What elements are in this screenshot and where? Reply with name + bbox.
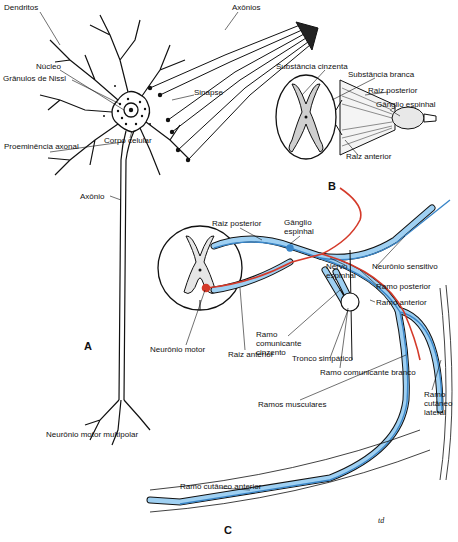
motor-neuron [203,285,210,292]
panel-letter: B [328,180,336,192]
axon [85,131,150,445]
neuron-dendrites [40,15,190,175]
sensory-neuron [180,258,442,504]
sensory-neuron [180,200,450,504]
part-label: Raiz anterior [346,152,391,161]
panel-letter: A [84,340,92,352]
spinal-cord-section [392,107,424,129]
spinal-cord-section [336,100,342,135]
spinal-cord-section [289,84,323,152]
sensory-neuron [287,245,293,251]
body-wall [440,285,452,480]
axon-bundle [296,22,318,50]
sensory-neuron [214,200,450,260]
nissl-granules [103,85,151,125]
synapse-knobs [166,118,170,122]
part-label: Dendritos [4,3,38,12]
part-label: Sinapse [194,88,223,97]
part-label: Substância branca [348,70,414,79]
part-label: Gânglio espinhal [376,100,436,109]
spinal-cord-section [342,88,392,146]
part-label: Núcleo [36,62,61,71]
part-label: Ramo anterior [376,298,427,307]
nerve-fill [214,208,432,257]
neuron-dendrites [142,45,185,96]
spinal-cord-section [305,116,308,119]
nerve-outline [150,256,406,502]
part-label: Neurônio motor multipolar [46,430,138,439]
motor-neuron [203,188,421,360]
sympathetic-trunk [341,293,359,311]
leader-lines [186,288,441,490]
nissl-granules [149,123,151,125]
synapse-knobs [176,148,180,152]
motor-neuron [206,188,361,288]
part-label: Tronco simpático [292,354,353,363]
synapse-knobs [148,86,152,90]
nissl-granules [127,98,129,100]
nissl-granules [135,123,137,125]
spinal-cord-section [424,114,436,122]
body-wall [150,285,452,512]
part-label: Gânglio espinhal [284,218,320,236]
part-label: Corpo celular [104,136,152,145]
cord-cross-section [199,269,202,272]
nissl-granules [114,85,116,87]
part-label: Substância cinzenta [276,62,348,71]
part-label: Ramo cutâneo anterior [180,482,261,491]
part-label: Proeminência axonal [4,142,79,151]
nissl-granules [144,108,146,110]
nissl-granules [121,117,123,119]
leader-lines [40,12,238,200]
part-label: Grânulos de Nissl [3,74,66,83]
panel-letter: C [224,524,232,536]
nissl-granules [139,101,141,103]
nerve-outline [150,208,440,502]
nerve-outline [214,208,432,257]
part-label: Nervo espinhal [326,262,360,280]
cell-body [112,92,150,133]
cell-body [124,103,138,117]
signature: td [378,516,384,525]
part-label: Ramo posterior [376,282,431,291]
neuron-dendrites [146,122,190,160]
nissl-granules [141,115,143,117]
neuron-dendrites [90,15,140,92]
part-label: Neurônio motor [150,345,205,354]
part-label: Axônio [80,192,104,201]
cell-body [112,92,150,133]
part-label: Ramos musculares [258,400,326,409]
leader-lines [302,70,400,155]
synapse-knobs [158,93,162,97]
part-label: Axônios [232,3,260,12]
part-label: Ramo comunicante branco [320,368,416,377]
axon [124,131,134,400]
nerve-fill [150,256,406,502]
neuron-dendrites [40,95,112,112]
part-label: Raiz posterior [212,219,261,228]
synapse-knobs [170,130,174,134]
leader-lines [40,12,441,490]
part-label: Neurônio sensitivo [372,262,438,271]
nissl-granules [117,110,119,112]
spinal-cord-section [276,75,336,159]
cell-body [129,108,133,112]
neuron-dendrites [140,128,160,175]
part-label: Ramo cutâneo lateral [424,390,456,417]
nissl-granules [103,115,105,117]
body-wall [150,430,430,512]
part-label: Raiz anterior [228,350,273,359]
part-label: Raiz posterior [368,86,417,95]
nerve-fill [150,208,440,502]
synapse-knobs [186,158,190,162]
nissl-granules [125,123,127,125]
